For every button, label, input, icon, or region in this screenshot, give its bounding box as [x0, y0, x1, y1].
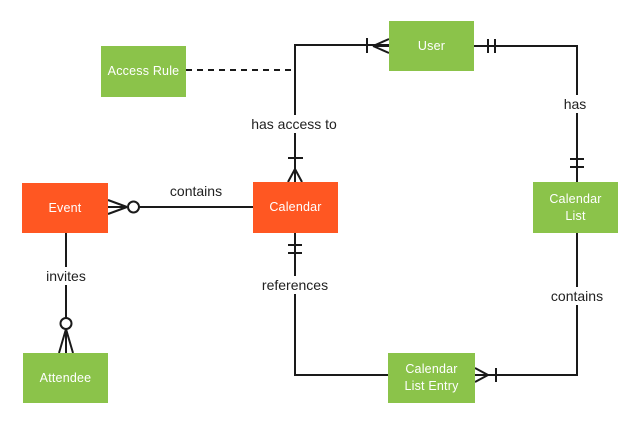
entity-label: Calendar List: [549, 191, 602, 223]
zero-ring-icon: [127, 200, 140, 214]
crow-foot-many-icon: [58, 328, 74, 354]
entity-label: Calendar: [269, 200, 322, 215]
entity-event[interactable]: Event: [22, 183, 108, 233]
crow-foot-many-icon: [474, 367, 489, 383]
connector-calendar-user: [287, 38, 390, 183]
entity-calendar[interactable]: Calendar: [253, 182, 338, 233]
crow-foot-many-icon: [107, 199, 128, 215]
entity-label: Attendee: [39, 370, 92, 385]
relationship-label-has-access-to: has access to: [247, 115, 341, 133]
exactly-one-bars-icon: [487, 39, 496, 53]
entity-label: Event: [48, 200, 82, 215]
connector-user-calendar-list: [474, 39, 584, 182]
entity-calendar-list[interactable]: Calendar List: [533, 182, 618, 233]
connector-event-attendee: [58, 233, 74, 354]
crow-foot-many-icon: [287, 168, 303, 183]
crow-foot-many-icon: [372, 38, 390, 54]
connector-event-calendar: [107, 199, 253, 215]
entity-label: Access Rule: [107, 64, 180, 79]
relationship-label-contains-event-calendar: contains: [165, 182, 227, 200]
entity-user[interactable]: User: [389, 21, 474, 71]
entity-attendee[interactable]: Attendee: [23, 353, 108, 403]
zero-ring-icon: [59, 317, 73, 330]
exactly-one-bars-icon: [288, 244, 302, 254]
entity-label: Calendar List Entry: [404, 362, 459, 393]
entity-label: User: [417, 38, 446, 53]
relationship-label-invites: invites: [42, 267, 90, 285]
entity-calendar-list-entry[interactable]: Calendar List Entry: [388, 353, 475, 403]
relationship-label-has: has: [559, 95, 591, 113]
relationship-label-contains-list-entry: contains: [546, 287, 608, 305]
connector-calendar-list-entry: [474, 233, 578, 383]
entity-access-rule[interactable]: Access Rule: [101, 46, 186, 97]
exactly-one-bars-icon: [570, 158, 584, 168]
connector-calendar-entry: [288, 233, 388, 376]
relationship-label-references: references: [257, 276, 333, 294]
